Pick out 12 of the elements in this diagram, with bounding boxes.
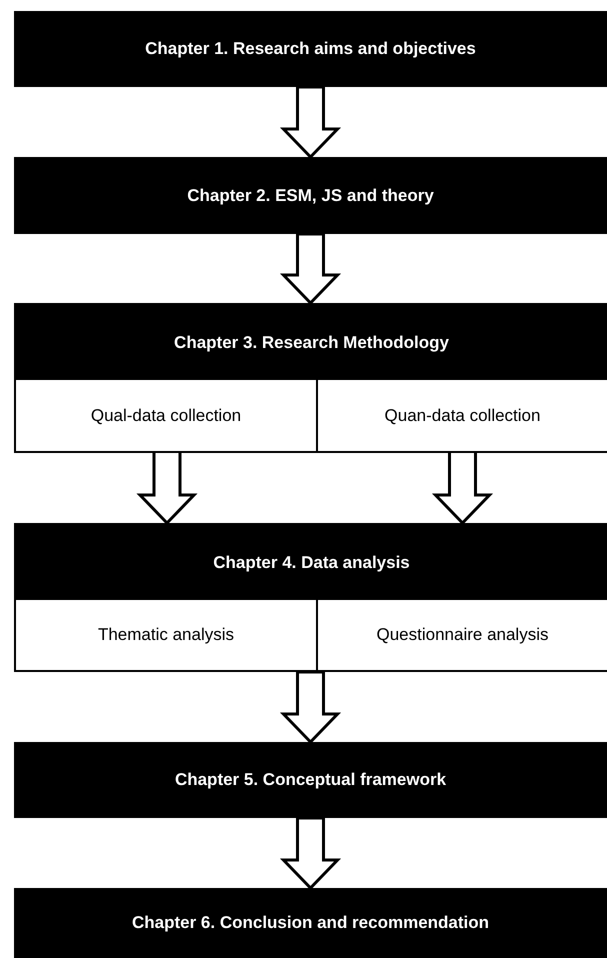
chapter-box: Chapter 5. Conceptual framework (14, 742, 607, 818)
block-arrow (280, 86, 342, 160)
chapter-box (14, 523, 607, 672)
chapter-box: Chapter 2. ESM, JS and theory (14, 157, 607, 234)
chapter-box: Chapter 1. Research aims and objectives (14, 11, 607, 87)
chapter-box (14, 303, 607, 453)
block-arrow (280, 670, 342, 744)
chapter-heading: Chapter 4. Data analysis (213, 552, 410, 572)
chapter-box: Chapter 6. Conclusion and recommendation (14, 888, 607, 958)
block-arrow (280, 816, 342, 890)
chapter-heading: Chapter 3. Research Methodology (174, 332, 449, 352)
block-arrow (280, 232, 342, 306)
